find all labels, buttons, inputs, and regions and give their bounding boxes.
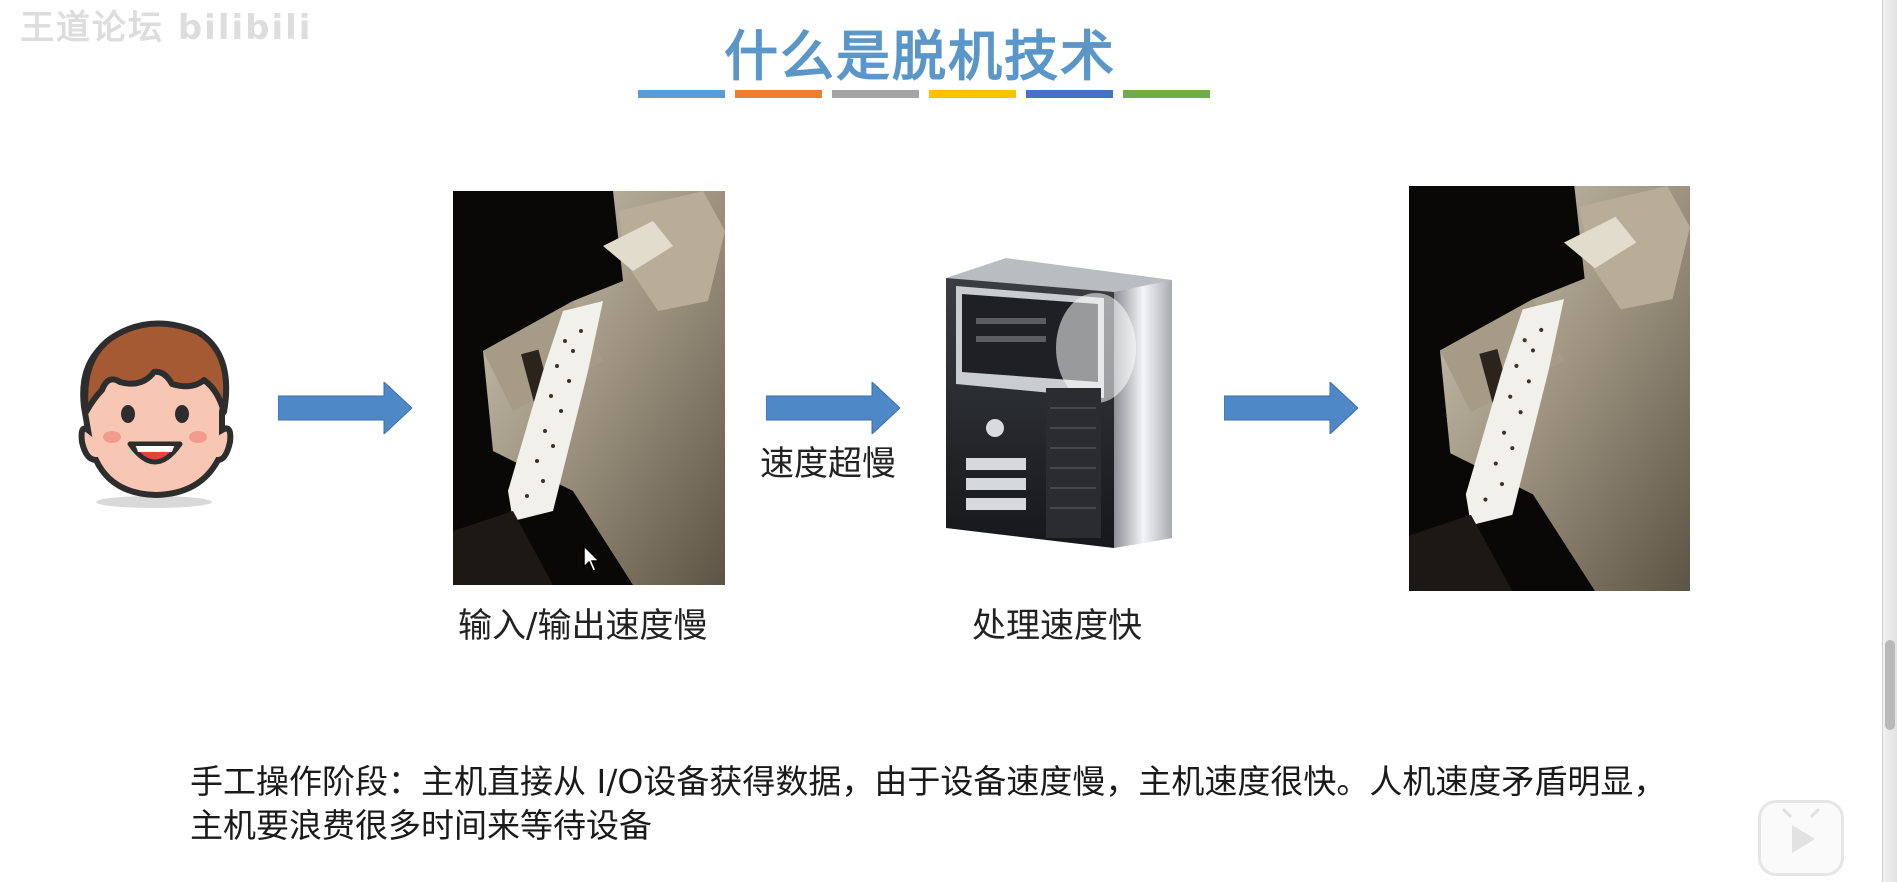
slide-title: 什么是脱机技术 bbox=[724, 25, 1116, 88]
color-bar-3 bbox=[832, 90, 919, 98]
mouse-cursor-icon bbox=[583, 545, 601, 572]
label-io-slow: 输入/输出速度慢 bbox=[458, 606, 708, 646]
color-bar-2 bbox=[735, 90, 822, 98]
color-bar-5 bbox=[1026, 90, 1113, 98]
color-bar-1 bbox=[638, 90, 725, 98]
scrollbar-thumb[interactable] bbox=[1885, 640, 1895, 730]
arrow-label-very-slow: 速度超慢 bbox=[760, 444, 896, 484]
play-icon bbox=[1781, 807, 1821, 853]
color-bar-6 bbox=[1123, 90, 1210, 98]
color-bar-4 bbox=[929, 90, 1016, 98]
slide-description: 手工操作阶段：主机直接从 I/O设备获得数据，由于设备速度慢，主机速度很快。人机… bbox=[190, 762, 1667, 845]
arrow-computer-to-device bbox=[1224, 382, 1358, 434]
computer-tower-icon bbox=[946, 258, 1172, 548]
vertical-scrollbar[interactable] bbox=[1882, 0, 1897, 882]
watermark: 王道论坛 bilibili bbox=[20, 8, 313, 48]
punched-card-reader-image bbox=[453, 191, 725, 585]
punched-card-reader-image bbox=[1409, 186, 1690, 591]
arrow-person-to-device bbox=[278, 382, 412, 434]
title-color-bars bbox=[638, 90, 1210, 98]
play-button[interactable] bbox=[1758, 800, 1844, 876]
label-processing-fast: 处理速度快 bbox=[972, 606, 1142, 646]
smiling-person-icon bbox=[78, 320, 234, 508]
arrow-device-to-computer bbox=[766, 382, 900, 434]
